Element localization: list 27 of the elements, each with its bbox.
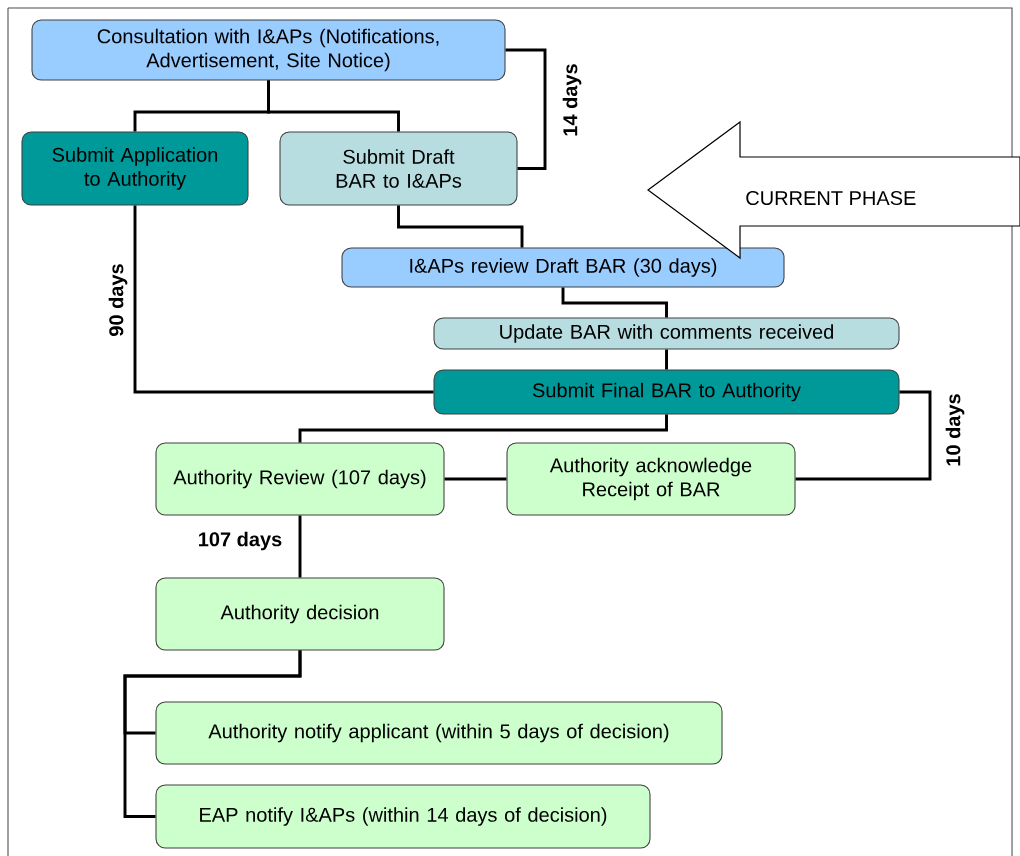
connector-line bbox=[505, 48, 547, 170]
connector-line bbox=[298, 515, 302, 578]
process-box: Authority acknowledge Receipt of BAR bbox=[506, 442, 796, 516]
connector-line bbox=[795, 390, 932, 481]
connector-line bbox=[267, 80, 400, 132]
process-box: Consultation with I&APs (Notifications, Advertisement, Site Notice) bbox=[31, 19, 506, 81]
edge-label: 107 days bbox=[199, 531, 282, 551]
node-label: CURRENT PHASE bbox=[746, 190, 916, 206]
connector-line bbox=[298, 414, 668, 443]
process-box: EAP notify I&APs (within 14 days of decision) bbox=[155, 784, 651, 849]
process-box: Authority Review (107 days) bbox=[155, 442, 445, 516]
process-box: Update BAR with comments received bbox=[433, 317, 900, 350]
edge-label: 10 days bbox=[945, 394, 965, 466]
process-box: Submit Draft BAR to I&APs bbox=[279, 131, 518, 206]
process-box: Submit Application to Authority bbox=[21, 131, 249, 206]
edge-label: 14 days bbox=[562, 64, 582, 136]
process-box: Authority notify applicant (within 5 days of decision) bbox=[155, 701, 723, 765]
connector-line bbox=[123, 650, 302, 818]
connector-line bbox=[561, 287, 668, 318]
connector-line bbox=[444, 477, 507, 481]
connector-line bbox=[397, 205, 524, 248]
edge-label: 90 days bbox=[108, 264, 128, 336]
process-box: Authority decision bbox=[155, 577, 445, 651]
process-box: Submit Final BAR to Authority bbox=[433, 369, 900, 415]
connector-line bbox=[665, 349, 668, 370]
connector-line bbox=[133, 205, 434, 394]
process-box: I&APs review Draft BAR (30 days) bbox=[341, 247, 785, 288]
